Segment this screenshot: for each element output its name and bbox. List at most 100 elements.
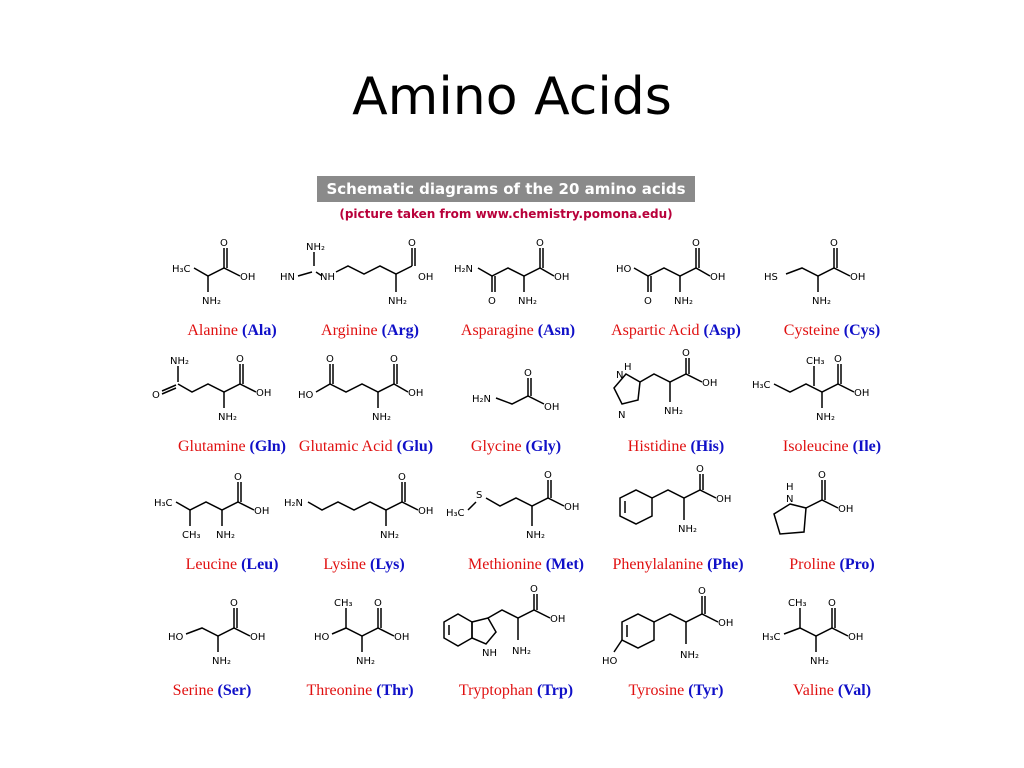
- atom-label: HS: [764, 272, 778, 283]
- atom-label: N: [618, 410, 625, 421]
- amino-acid-abbr: (Phe): [707, 556, 744, 573]
- amino-acid-abbr: (Cys): [843, 322, 881, 339]
- histidine-structure: H N N O OH NH₂: [613, 348, 717, 421]
- amino-acid-abbr: (Tyr): [688, 682, 724, 699]
- atom-label: H₂N: [472, 394, 491, 405]
- amino-acid-name: Alanine: [187, 322, 238, 339]
- amino-acid-name: Cysteine: [783, 322, 840, 339]
- amino-acid-name: Serine: [172, 682, 214, 699]
- amino-acid-label: Histidine (His): [584, 438, 768, 456]
- atom-label: NH₂: [218, 412, 237, 423]
- methionine-structure: H₃C S O OH NH₂: [446, 470, 579, 541]
- atom-label: HO: [616, 264, 632, 275]
- amino-acid-abbr: (Val): [837, 682, 872, 699]
- amino-acid-histidine: H N N O OH NH₂ Histidine (His): [596, 348, 756, 468]
- atom-label: H₃C: [154, 498, 173, 509]
- atom-label: O: [830, 238, 838, 249]
- atom-label: O: [834, 354, 842, 365]
- atom-label: NH₂: [810, 656, 829, 667]
- atom-label: N: [616, 370, 623, 381]
- amino-acid-label: Arginine (Arg): [278, 322, 462, 340]
- amino-acid-isoleucine: CH₃ H₃C O OH NH₂ Isoleucine (Ile): [752, 352, 912, 468]
- amino-acid-abbr: (Pro): [839, 556, 875, 573]
- atom-label: OH: [240, 272, 255, 283]
- atom-label: OH: [848, 632, 863, 643]
- amino-acid-aspartic-acid: HO O O OH NH₂ Aspartic Acid (Asp): [596, 236, 756, 352]
- amino-acid-abbr: (Glu): [396, 438, 434, 455]
- atom-label: OH: [702, 378, 717, 389]
- atom-label: O: [682, 348, 690, 359]
- figure-credit: (picture taken from www.chemistry.pomona…: [339, 207, 673, 221]
- amino-acid-name: Asparagine: [460, 322, 534, 339]
- atom-label: OH: [418, 272, 433, 283]
- amino-acid-abbr: (Gly): [525, 438, 562, 455]
- amino-acid-abbr: (Asp): [703, 322, 741, 339]
- amino-acid-leucine: H₃C CH₃ O OH NH₂ Leucine (Leu): [152, 470, 312, 586]
- atom-label: O: [698, 586, 706, 597]
- amino-acid-abbr: (Trp): [536, 682, 574, 699]
- atom-label: NH: [320, 272, 335, 283]
- amino-acid-abbr: (Ile): [852, 438, 882, 455]
- asparagine-structure: H₂N O O OH NH₂: [454, 238, 569, 307]
- atom-label: NH₂: [680, 650, 699, 661]
- atom-label: HO: [314, 632, 330, 643]
- serine-structure: HO O OH NH₂: [168, 598, 265, 667]
- amino-acid-abbr: (Met): [545, 556, 584, 573]
- amino-acid-label: Leucine (Leu): [140, 556, 324, 574]
- atom-label: NH₂: [170, 356, 189, 367]
- amino-acid-name: Glutamine: [178, 438, 246, 455]
- amino-acid-abbr: (Leu): [241, 556, 279, 573]
- atom-label: O: [230, 598, 238, 609]
- proline-structure: H N O OH: [773, 470, 853, 535]
- atom-label: O: [524, 368, 532, 379]
- atom-label: OH: [418, 506, 433, 517]
- amino-acid-name: Arginine: [321, 322, 378, 339]
- amino-acid-label: Glutamic Acid (Glu): [274, 438, 458, 456]
- amino-acid-abbr: (His): [690, 438, 725, 455]
- amino-acid-label: Cysteine (Cys): [740, 322, 924, 340]
- arginine-structure: NH₂ HN NH O OH NH₂: [280, 238, 433, 307]
- atom-label: O: [488, 296, 496, 307]
- atom-label: OH: [254, 506, 269, 517]
- amino-acid-label: Methionine (Met): [434, 556, 618, 574]
- atom-label: NH: [482, 648, 497, 659]
- atom-label: O: [818, 470, 826, 481]
- amino-acid-serine: HO O OH NH₂ Serine (Ser): [132, 596, 292, 712]
- atom-label: O: [398, 472, 406, 483]
- alanine-structure: H₃C O OH NH₂: [172, 238, 255, 307]
- atom-label: H₃C: [762, 632, 781, 643]
- amino-acid-label: Glutamine (Gln): [140, 438, 324, 456]
- atom-label: NH₂: [356, 656, 375, 667]
- amino-acid-label: Alanine (Ala): [140, 322, 324, 340]
- amino-acid-label: Valine (Val): [740, 682, 924, 700]
- figure-banner: Schematic diagrams of the 20 amino acids: [317, 176, 695, 202]
- atom-label: N: [786, 494, 793, 505]
- atom-label: O: [236, 354, 244, 365]
- tryptophan-structure: NH O OH NH₂: [443, 584, 565, 659]
- atom-label: NH₂: [812, 296, 831, 307]
- atom-label: OH: [554, 272, 569, 283]
- amino-acid-label: Serine (Ser): [120, 682, 304, 700]
- amino-acid-alanine: H₃C O OH NH₂ Alanine (Ala): [152, 236, 312, 352]
- atom-label: CH₃: [788, 598, 807, 609]
- atom-label: O: [390, 354, 398, 365]
- amino-acid-lysine: H₂N O OH NH₂ Lysine (Lys): [284, 470, 444, 586]
- amino-acid-name: Aspartic Acid: [611, 322, 700, 339]
- amino-acid-glutamine: NH₂ O O OH NH₂ Glutamine (Gln): [152, 352, 312, 468]
- atom-label: OH: [544, 402, 559, 413]
- atom-label: OH: [716, 494, 731, 505]
- amino-acid-glycine: H₂N O OH Glycine (Gly): [436, 352, 596, 468]
- phenylalanine-structure: O OH NH₂: [619, 464, 731, 535]
- amino-acid-label: Phenylalanine (Phe): [586, 556, 770, 574]
- atom-label: OH: [854, 388, 869, 399]
- atom-label: H₃C: [446, 508, 465, 519]
- glutamine-structure: NH₂ O O OH NH₂: [152, 354, 271, 423]
- atom-label: O: [408, 238, 416, 249]
- atom-label: H: [624, 362, 632, 373]
- atom-label: NH₂: [664, 406, 683, 417]
- atom-label: H: [786, 482, 794, 493]
- amino-acid-abbr: (Ala): [242, 322, 277, 339]
- amino-acid-cysteine: HS O OH NH₂ Cysteine (Cys): [752, 236, 912, 352]
- amino-acid-name: Tryptophan: [458, 682, 533, 699]
- atom-label: H₃C: [752, 380, 771, 391]
